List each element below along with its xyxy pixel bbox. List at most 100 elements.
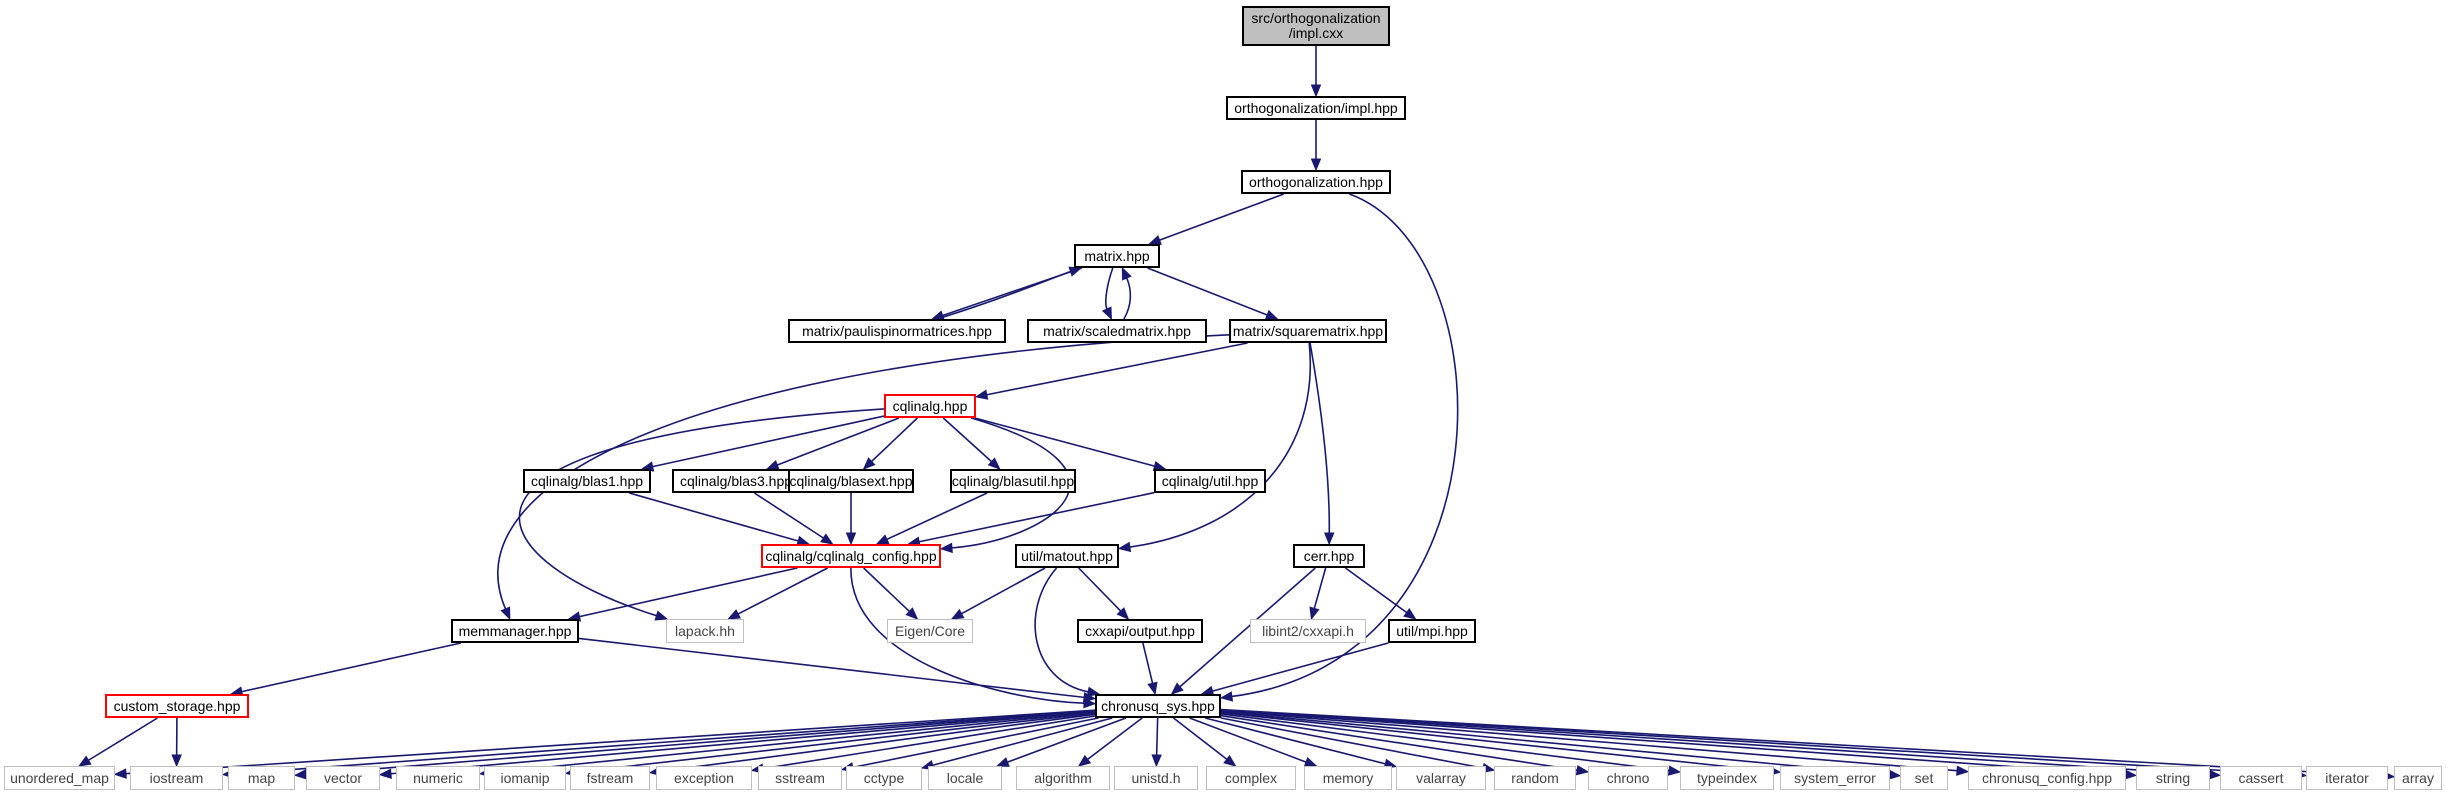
node-label: memory bbox=[1322, 769, 1374, 786]
edge-chronusq-sys-hpp-to-array bbox=[1220, 708, 2384, 777]
arrowhead bbox=[1170, 682, 1184, 695]
arrowhead bbox=[862, 457, 876, 470]
node-matrix-hpp[interactable]: matrix.hpp bbox=[1074, 244, 1160, 268]
node-impl-hpp[interactable]: orthogonalization/impl.hpp bbox=[1226, 96, 1406, 120]
arrowhead bbox=[727, 609, 741, 620]
edge-chronusq-sys-hpp-to-iostream bbox=[233, 709, 1096, 775]
node-label: numeric bbox=[413, 769, 463, 786]
node-blasext-hpp[interactable]: cqlinalg/blasext.hpp bbox=[788, 469, 914, 493]
node-complex: complex bbox=[1206, 766, 1296, 790]
node-label: cxxapi/output.hpp bbox=[1085, 622, 1195, 639]
node-cerr-hpp[interactable]: cerr.hpp bbox=[1293, 544, 1365, 568]
edge-memmanager-hpp-to-chronusq-sys-hpp bbox=[578, 637, 1085, 699]
node-label: Eigen/Core bbox=[894, 622, 966, 639]
edge-squarematrix-hpp-to-memmanager-hpp bbox=[497, 333, 1230, 610]
arrowhead bbox=[1101, 306, 1113, 321]
edge-chronusq-sys-hpp-to-typeindex bbox=[1220, 713, 1670, 772]
node-label: complex bbox=[1224, 769, 1278, 786]
edge-chronusq-sys-hpp-to-algorithm bbox=[1087, 717, 1143, 760]
node-label: exception bbox=[674, 769, 734, 786]
node-label: vector bbox=[323, 769, 363, 786]
node-label: cassert bbox=[2238, 769, 2284, 786]
node-cqlinalg-hpp[interactable]: cqlinalg.hpp bbox=[884, 394, 976, 418]
arrowhead bbox=[1147, 681, 1158, 696]
node-cqutil-hpp[interactable]: cqlinalg/util.hpp bbox=[1154, 469, 1266, 493]
arrowhead bbox=[845, 532, 857, 546]
node-label: libint2/cxxapi.h bbox=[1262, 622, 1354, 639]
edge-chronusq-sys-hpp-to-cassert bbox=[1220, 709, 2210, 776]
arrowhead bbox=[293, 769, 307, 780]
arrowhead bbox=[1121, 266, 1132, 281]
edge-blas1-hpp-to-cqlinalg-config-hpp bbox=[629, 492, 799, 542]
node-label: string bbox=[2155, 769, 2191, 786]
arrowhead bbox=[171, 754, 182, 768]
node-label: chronusq_sys.hpp bbox=[1101, 697, 1215, 714]
node-scaledmatrix-hpp[interactable]: matrix/scaledmatrix.hpp bbox=[1027, 319, 1207, 343]
edge-matrix-hpp-to-squarematrix-hpp bbox=[1147, 267, 1268, 316]
node-label: valarray bbox=[1416, 769, 1466, 786]
edge-chronusq-sys-hpp-to-memory bbox=[1189, 717, 1307, 763]
edge-chronusq-sys-hpp-to-string bbox=[1220, 709, 2126, 776]
arrowhead bbox=[950, 608, 965, 620]
edge-chronusq-sys-hpp-to-numeric bbox=[490, 711, 1096, 774]
arrowhead bbox=[2124, 769, 2138, 780]
arrowhead bbox=[765, 459, 780, 470]
edge-chronusq-sys-hpp-to-unordered-map bbox=[125, 709, 1096, 775]
arrowhead bbox=[1309, 606, 1320, 621]
node-matout-hpp[interactable]: util/matout.hpp bbox=[1015, 544, 1119, 568]
node-array: array bbox=[2394, 766, 2442, 790]
edge-cxxapi-output-hpp-to-chronusq-sys-hpp bbox=[1142, 642, 1154, 684]
edge-matout-hpp-to-chronusq-sys-hpp bbox=[1034, 567, 1089, 693]
edge-blasutil-hpp-to-cqlinalg-config-hpp bbox=[886, 492, 988, 541]
node-squarematrix-hpp[interactable]: matrix/squarematrix.hpp bbox=[1229, 319, 1387, 343]
node-label: cqlinalg/util.hpp bbox=[1161, 472, 1259, 489]
arrowhead bbox=[1068, 266, 1083, 277]
node-label: map bbox=[247, 769, 276, 786]
node-label: orthogonalization/impl.hpp bbox=[1234, 99, 1398, 116]
node-util-mpi-hpp[interactable]: util/mpi.hpp bbox=[1388, 619, 1476, 643]
edge-chronusq-sys-hpp-to-set bbox=[1220, 711, 1890, 776]
node-label: util/matout.hpp bbox=[1021, 547, 1113, 564]
edge-orthogonalization-hpp-to-chronusq-sys-hpp bbox=[1231, 193, 1459, 698]
arrowhead bbox=[987, 457, 1001, 470]
node-blas3-hpp[interactable]: cqlinalg/blas3.hpp bbox=[672, 469, 800, 493]
node-label: util/mpi.hpp bbox=[1396, 622, 1468, 639]
node-blasutil-hpp[interactable]: cqlinalg/blasutil.hpp bbox=[950, 469, 1076, 493]
arrowhead bbox=[1223, 754, 1237, 767]
node-paulispinormatrices-hpp[interactable]: matrix/paulispinormatrices.hpp bbox=[788, 319, 1006, 343]
edge-cerr-hpp-to-util-mpi-hpp bbox=[1345, 567, 1408, 614]
node-chronusq-config-hpp: chronusq_config.hpp bbox=[1968, 766, 2126, 790]
node-sstream: sstream bbox=[758, 766, 842, 790]
edge-chronusq-sys-hpp-to-locale bbox=[1007, 717, 1127, 763]
node-cxxapi-output-hpp[interactable]: cxxapi/output.hpp bbox=[1077, 619, 1203, 643]
edge-cqlinalg-hpp-to-blasext-hpp bbox=[871, 417, 918, 463]
node-blas1-hpp[interactable]: cqlinalg/blas1.hpp bbox=[523, 469, 651, 493]
arrowhead bbox=[974, 389, 989, 400]
node-label: fstream bbox=[586, 769, 634, 786]
node-label: set bbox=[1914, 769, 1934, 786]
arrowhead bbox=[939, 542, 953, 554]
edge-blas3-hpp-to-cqlinalg-config-hpp bbox=[753, 492, 824, 539]
edge-chronusq-sys-hpp-to-valarray bbox=[1204, 717, 1386, 765]
node-orthogonalization-hpp[interactable]: orthogonalization.hpp bbox=[1241, 170, 1391, 194]
arrowhead bbox=[77, 755, 92, 767]
node-label: chronusq_config.hpp bbox=[1982, 769, 2112, 786]
node-cqlinalg-config-hpp[interactable]: cqlinalg/cqlinalg_config.hpp bbox=[761, 544, 941, 568]
node-custom-storage-hpp[interactable]: custom_storage.hpp bbox=[105, 694, 249, 718]
edge-squarematrix-hpp-to-cqlinalg-hpp bbox=[986, 342, 1248, 396]
node-locale: locale bbox=[928, 766, 1002, 790]
node-label: cqlinalg/blas1.hpp bbox=[530, 472, 644, 489]
node-chronusq-sys-hpp[interactable]: chronusq_sys.hpp bbox=[1095, 694, 1221, 718]
arrowhead bbox=[113, 768, 127, 779]
edge-orthogonalization-hpp-to-matrix-hpp bbox=[1159, 193, 1285, 241]
node-label: typeindex bbox=[1697, 769, 1757, 786]
node-label: sstream bbox=[775, 769, 825, 786]
node-algorithm: algorithm bbox=[1016, 766, 1110, 790]
arrowhead bbox=[1956, 765, 1970, 776]
arrowhead bbox=[2208, 769, 2222, 780]
node-libint2-cxxapi-h: libint2/cxxapi.h bbox=[1250, 619, 1366, 643]
node-memmanager-hpp[interactable]: memmanager.hpp bbox=[451, 619, 579, 643]
edge-chronusq-sys-hpp-to-cctype bbox=[932, 717, 1113, 766]
node-label: unistd.h bbox=[1131, 769, 1181, 786]
